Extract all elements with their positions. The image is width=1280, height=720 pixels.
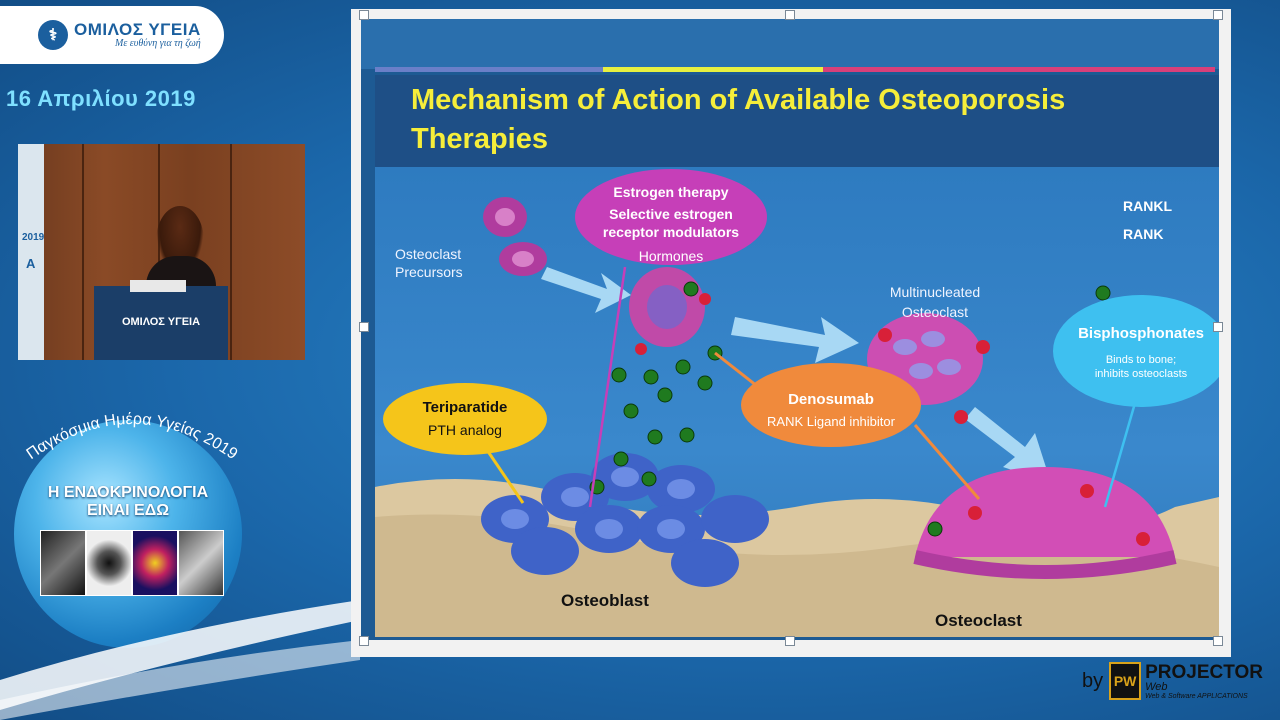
- podium-brand: ΟΜΙΛΟΣ ΥΓΕΙΑ: [121, 316, 201, 328]
- thumb-xray: [40, 530, 86, 596]
- credit-sub: Web & Software APPLICATIONS: [1145, 692, 1248, 700]
- resize-handle-left[interactable]: [359, 322, 369, 332]
- imaging-thumbnails: [40, 530, 224, 596]
- pw-logo-icon: PW: [1109, 662, 1142, 700]
- denosumab-sub: RANK Ligand inhibitor: [767, 414, 895, 429]
- precursors-label-line1: Osteoclast: [395, 246, 462, 262]
- osteoclast-label: Osteoclast: [935, 611, 1022, 630]
- resize-handle-bottom[interactable]: [785, 636, 795, 646]
- estrogen-line3: receptor modulators: [602, 224, 740, 240]
- podium: ΟΜΙΛΟΣ ΥΓΕΙΑ: [94, 280, 228, 360]
- resize-handle-bottom-right[interactable]: [1213, 636, 1223, 646]
- multinucleated-label-line1: Multinucleated: [889, 284, 981, 300]
- resize-handle-right[interactable]: [1213, 322, 1223, 332]
- legend-rankl: RANKL: [1123, 198, 1172, 214]
- resize-handle-top-right[interactable]: [1213, 10, 1223, 20]
- resize-handle-top[interactable]: [785, 10, 795, 20]
- event-arc-text: Παγκόσμια Ημέρα Υγείας 2019: [24, 411, 241, 463]
- resize-handle-bottom-left[interactable]: [359, 636, 369, 646]
- logo-seal-icon: ⚕: [38, 20, 68, 50]
- thumb-ct: [178, 530, 224, 596]
- teriparatide-title: Teriparatide: [422, 399, 508, 416]
- producer-credit: by PW PROJECTOR Web Web & Software APPLI…: [1082, 662, 1263, 700]
- bisphosphonates-line2: inhibits osteoclasts: [1094, 368, 1188, 380]
- credit-brand: PROJECTOR: [1145, 661, 1264, 683]
- multinucleated-label-line2: Osteoclast: [901, 304, 969, 320]
- logo-tagline: Με ευθύνη για τη ζωή: [115, 37, 201, 49]
- mechanism-diagram: Estrogen therapy Selective estrogen rece…: [375, 167, 1219, 637]
- thumb-thyroid: [132, 530, 178, 596]
- name-plate: [130, 280, 186, 292]
- event-date: 16 Απριλίου 2019: [6, 86, 196, 111]
- slide-title: Mechanism of Action of Available Osteopo…: [411, 84, 1066, 155]
- estrogen-line4: Hormones: [638, 248, 704, 264]
- credit-by: by: [1082, 669, 1104, 692]
- resize-handle-top-left[interactable]: [359, 10, 369, 20]
- logo-name: ΟΜΙΛΟΣ ΥΓΕΙΑ: [74, 19, 201, 39]
- svg-text:Παγκόσμια Ημέρα Υγείας 2019: Παγκόσμια Ημέρα Υγείας 2019: [24, 411, 241, 463]
- banner-letter: A: [26, 256, 36, 271]
- banner-year: 2019: [22, 232, 45, 243]
- estrogen-line2: Selective estrogen: [609, 206, 733, 222]
- bisphosphonates-line1: Binds to bone;: [1105, 354, 1177, 366]
- precursors-label-line2: Precursors: [395, 264, 463, 280]
- osteoblast-label: Osteoblast: [561, 591, 649, 610]
- event-banner: 2019 A: [18, 144, 44, 360]
- speaker-video[interactable]: 2019 A ΟΜΙΛΟΣ ΥΓΕΙΑ: [18, 144, 305, 360]
- event-title-line2: ΕΙΝΑΙ ΕΔΩ: [86, 502, 170, 519]
- decorative-swoosh: [0, 600, 360, 720]
- estrogen-line1: Estrogen therapy: [613, 184, 729, 200]
- event-title-line1: Η ΕΝΔΟΚΡΙΝΟΛΟΓΙΑ: [47, 484, 209, 501]
- presentation-slide[interactable]: Mechanism of Action of Available Osteopo…: [361, 19, 1219, 640]
- denosumab-title: Denosumab: [788, 391, 874, 408]
- thumb-scan: [86, 530, 132, 596]
- bisphosphonates-title: Bisphosphonates: [1078, 325, 1204, 342]
- teriparatide-sub: PTH analog: [428, 422, 502, 438]
- company-logo: ⚕ ΟΜΙΛΟΣ ΥΓΕΙΑ Με ευθύνη για τη ζωή: [0, 6, 224, 64]
- legend-rank: RANK: [1123, 226, 1164, 242]
- credit-web: Web: [1145, 680, 1168, 693]
